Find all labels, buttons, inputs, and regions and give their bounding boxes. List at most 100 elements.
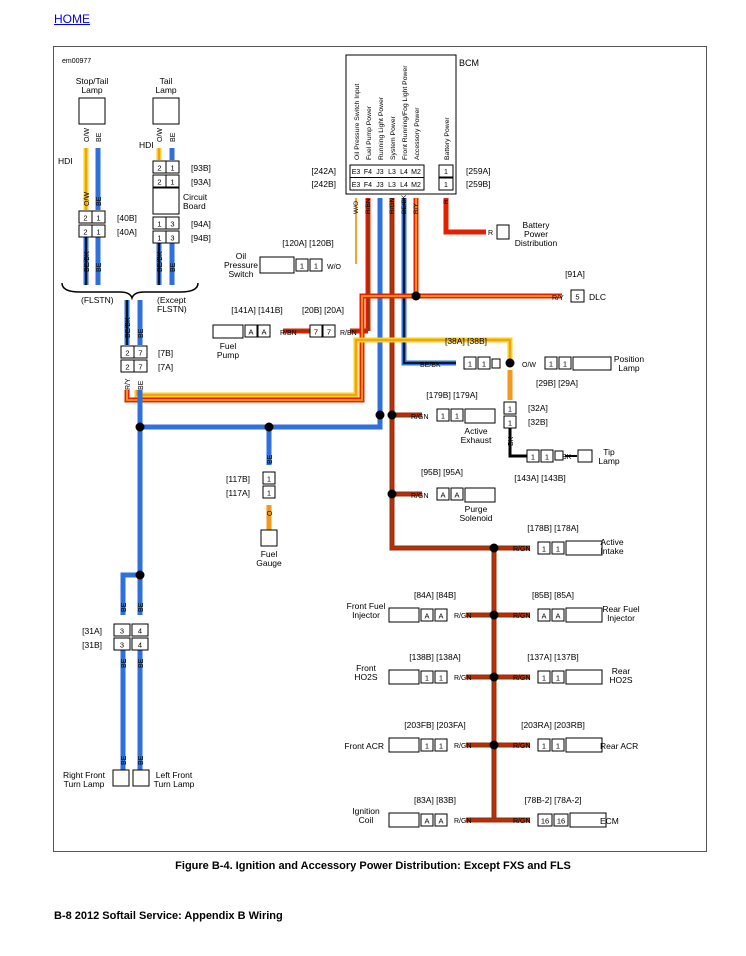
pin-label: 1 [314,262,318,271]
ref-94a: [94A] [191,219,211,229]
splice-ow-pos [505,358,515,368]
oil-switch-body [259,256,295,274]
ow-label-2: O/W [157,128,164,142]
ecm-wire: R/GN [513,818,531,825]
bcm-function-2: Running Light Power [378,96,385,160]
bcm-ref-259b: [259B] [466,179,491,189]
bcm-ref-259a: [259A] [466,166,491,176]
tip-lamp-plug [554,450,564,461]
turn-be-5: BE [121,755,128,765]
splice-be-left [135,422,145,432]
fuel-gauge-body [260,529,278,547]
dlc-pin-label: 5 [575,293,579,302]
pin-label: 7 [327,328,331,337]
bcm-batt-pin-b: 1 [444,182,448,189]
bebk-label-3: BE/BK [125,317,132,338]
oil-switch-wire: W/O [327,264,342,271]
bcm-pin-a-3: L3 [388,169,396,176]
pin-cell [450,487,464,501]
front_acr-wire: R/GN [454,743,472,750]
pin-cell [262,471,276,485]
bcm-title: BCM [459,58,479,68]
turn-be-6: BE [138,755,145,765]
splice-be [375,410,385,420]
ecm-pin-b-label: 16 [557,817,565,826]
right-turn-lamp-body [112,769,130,787]
ecm-pin-b [553,813,569,827]
fuel-pump-wire-1: R/BN [280,330,297,337]
pin-label: 1 [508,419,512,428]
ow-label-3: O/W [84,192,91,206]
front_acr-pin-b [434,738,448,752]
bcm-pin-a-4: L4 [400,169,408,176]
be-label-1: BE [96,132,103,142]
active_intake-pin-b [551,541,565,555]
pin-label: 1 [508,405,512,414]
bcm-ref-242b: [242B] [311,179,336,189]
pin-cell [113,637,131,651]
rear_injector-pin-a [537,608,551,622]
pin-cell [165,216,180,230]
pin-cell [526,449,540,463]
circuit-board-box [152,187,180,215]
wire-be-left [140,415,383,430]
pin-cell [165,160,180,174]
position-lamp-plug [491,358,501,369]
pin-cell [91,224,106,238]
ref-93b: [93B] [191,163,211,173]
rear_acr-body [565,737,603,753]
pin-cell [477,356,491,370]
battery-wire-label: R [488,230,493,237]
pin-label: 1 [531,453,535,462]
pin-cell [257,324,271,338]
pin-cell [503,415,517,429]
pin-label: 1 [267,489,271,498]
front_injector-pin-a [420,608,434,622]
rear_acr-pin-a-label: 1 [542,742,546,751]
front_injector-body [388,607,420,623]
be-label-2: BE [170,132,177,142]
home-link[interactable]: HOME [54,12,90,26]
dlc-wire: R/Y [552,295,564,302]
ignition_coil-pin-b-label: A [438,817,443,826]
fuel-pump-wire-2: R/BN [340,330,357,337]
ref-117b: [117B] [226,474,250,484]
ecm-body [569,812,607,828]
turn-be-2: BE [138,602,145,612]
ref-7a: [7A] [158,362,173,372]
pin-cell [91,210,106,224]
front_ho2s-pin-a-label: 1 [425,674,429,683]
bcm-wire-label-3: BE/BK [401,194,408,214]
pin-cell [133,359,148,373]
diagram-id: em00977 [62,58,91,65]
left-turn-lamp-body [132,769,150,787]
wire-bk-32 [508,428,528,458]
pin-cell [133,345,148,359]
ecm-refs: [78B-2] [78A-2] [524,795,581,805]
ref-32a: [32A] [528,403,548,413]
hdi-label-2: HDI [139,140,154,150]
position-lamp-body [572,356,612,371]
ref-94b: [94B] [191,233,211,243]
fuel-pump-refs: [141A] [141B] [231,305,283,315]
oil-switch-refs: [120A] [120B] [282,238,334,248]
splice-rgn-purge [387,489,397,499]
ref-93a: [93A] [191,177,211,187]
rear_acr-pin-b [551,738,565,752]
bcm-function-1: Fuel Pump Power [366,105,373,160]
rear_injector-wire: R/GN [513,613,531,620]
pin-label: 2 [83,214,87,223]
front_acr-pin-a-label: 1 [425,742,429,751]
pin-label: 4 [138,641,142,650]
rear_ho2s-pin-a [537,670,551,684]
flstn-label: (FLSTN) [81,295,114,305]
stop-tail-lamp-box [78,97,106,125]
